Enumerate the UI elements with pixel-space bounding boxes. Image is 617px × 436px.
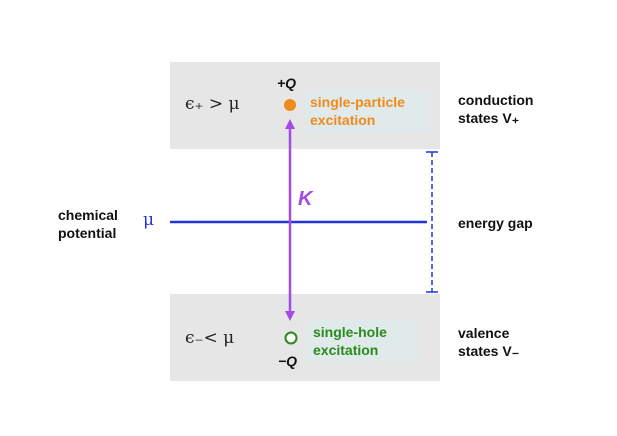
conduction-side-label-line1: conduction (458, 92, 534, 108)
mu-symbol: μ (143, 210, 155, 230)
valence-side-label-line2: states V₋ (458, 343, 520, 359)
particle-label-box (305, 90, 430, 132)
chemical-potential-label-line2: potential (58, 225, 117, 241)
energy-gap-marker (426, 151, 438, 293)
plus-q-label: +Q (277, 75, 297, 91)
hole-excitation-line2: excitation (313, 342, 379, 358)
minus-q-label: −Q (278, 353, 298, 369)
valence-side-label-line1: valence (458, 325, 510, 341)
particle-dot (284, 99, 296, 111)
transition-label: K (298, 188, 313, 210)
chemical-potential-label-line1: chemical (58, 207, 118, 223)
particle-excitation-line1: single-particle (310, 94, 405, 110)
hole-circle (284, 331, 298, 345)
energy-gap-label: energy gap (458, 215, 533, 231)
particle-excitation-line2: excitation (310, 112, 376, 128)
hole-label-box (306, 320, 418, 362)
valence-energy-condition: ϵ₋< μ (185, 328, 235, 348)
conduction-energy-condition: ϵ₊ > μ (185, 94, 240, 114)
hole-excitation-line1: single-hole (313, 324, 387, 340)
conduction-side-label-line2: states V₊ (458, 110, 520, 126)
